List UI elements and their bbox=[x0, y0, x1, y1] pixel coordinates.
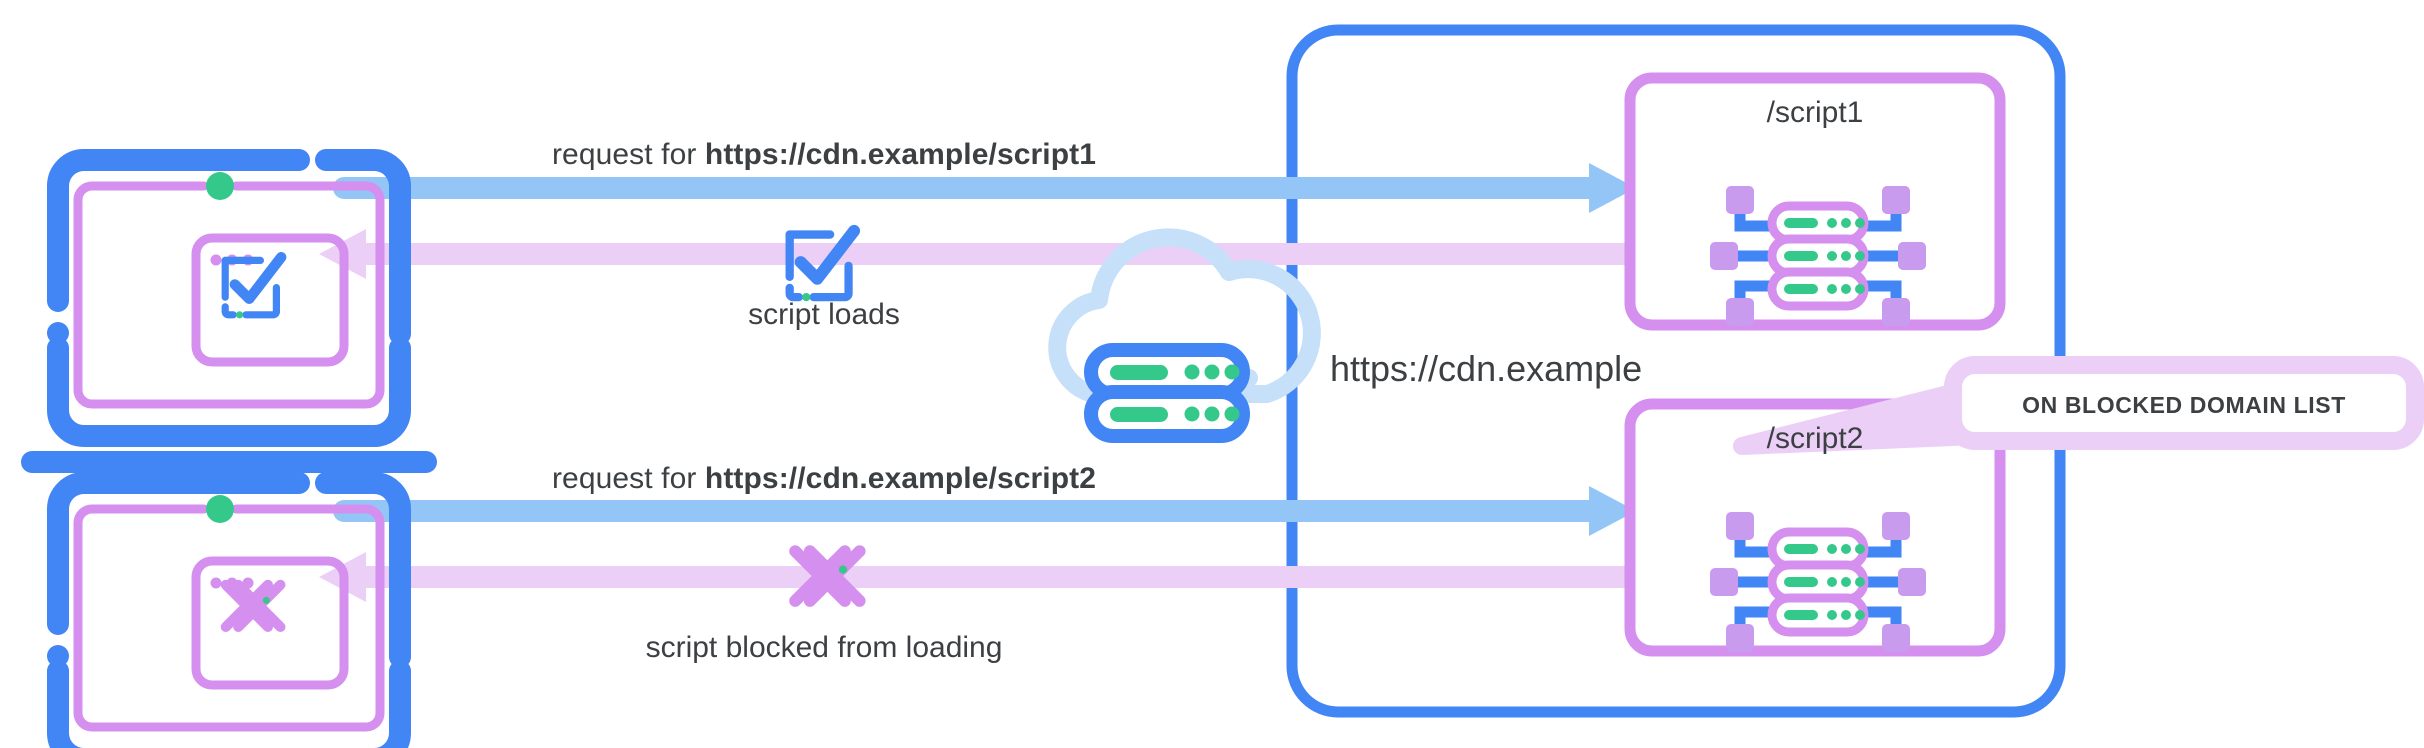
client-laptop-script1 bbox=[32, 160, 426, 462]
request-url: https://cdn.example/script2 bbox=[704, 462, 1097, 495]
request-prefix: request for bbox=[551, 462, 705, 495]
blocked-domain-callout bbox=[1733, 356, 2424, 455]
response-arrow-script2 bbox=[319, 552, 1647, 602]
request-label-script2: request for https://cdn.example/script2 bbox=[552, 462, 1096, 497]
endpoint-box-script1 bbox=[1624, 72, 2006, 326]
endpoint-label-script2: /script2 bbox=[1766, 422, 1864, 455]
request-label-script1: request for https://cdn.example/script1 bbox=[552, 138, 1096, 173]
request-url: https://cdn.example/script1 bbox=[704, 138, 1097, 171]
blocked-domain-callout-text: ON BLOCKED DOMAIN LIST bbox=[2022, 392, 2346, 418]
script-loads-check-icon bbox=[790, 231, 854, 301]
request-arrow-script2 bbox=[333, 486, 1636, 536]
cdn-origin-label: https://cdn.example bbox=[1330, 348, 1643, 389]
caption-script-loads: script loads bbox=[748, 298, 900, 331]
request-prefix: request for bbox=[551, 138, 705, 171]
endpoint-box-script2 bbox=[1624, 398, 2006, 652]
cloud-server-icon bbox=[1048, 228, 1321, 443]
request-arrow-script1 bbox=[333, 163, 1636, 213]
endpoint-label-script1: /script1 bbox=[1766, 96, 1864, 129]
caption-script-blocked: script blocked from loading bbox=[645, 631, 1003, 664]
client-laptop-script2 bbox=[32, 483, 426, 748]
response-arrow-script1 bbox=[319, 229, 1647, 279]
